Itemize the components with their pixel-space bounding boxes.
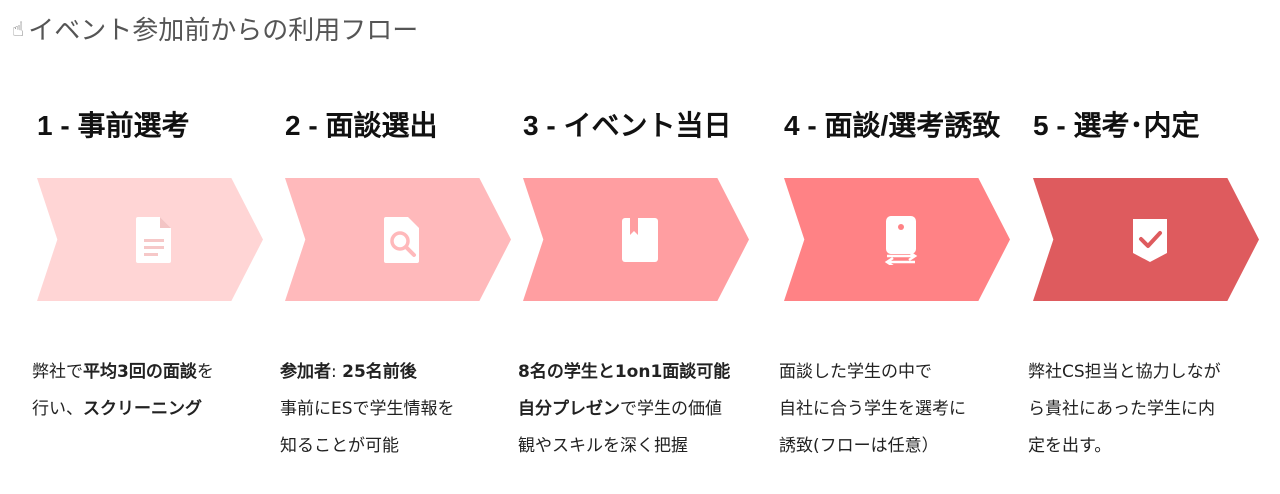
description-emphasis: 平均3回の面談 bbox=[83, 362, 197, 382]
page-title-text: イベント参加前からの利用フロー bbox=[28, 16, 419, 46]
description-line: 弊社で平均3回の面談を bbox=[32, 354, 272, 391]
step-description: 弊社で平均3回の面談を行い、スクリーニング bbox=[32, 354, 272, 428]
step-chevron bbox=[37, 178, 263, 301]
shield-check-icon bbox=[1133, 218, 1167, 262]
description-line: 参加者: 25名前後 bbox=[280, 354, 520, 391]
document-icon bbox=[136, 216, 171, 263]
description-line: 自分プレゼンで学生の価値 bbox=[518, 391, 758, 428]
description-emphasis: スクリーニング bbox=[83, 399, 202, 419]
description-line: ら貴社にあった学生に内 bbox=[1028, 391, 1268, 428]
step-chevron bbox=[523, 178, 749, 301]
description-emphasis: 参加者 bbox=[280, 362, 331, 382]
description-line: 観やスキルを深く把握 bbox=[518, 428, 758, 465]
description-text: で学生の価値 bbox=[620, 399, 722, 419]
step-description: 弊社CS担当と協力しながら貴社にあった学生に内定を出す。 bbox=[1028, 354, 1268, 465]
description-line: 知ることが可能 bbox=[280, 428, 520, 465]
step-label: 1 - 事前選考 bbox=[37, 110, 190, 141]
step-chevron bbox=[285, 178, 511, 301]
description-text: 自社に合う学生を選考に bbox=[779, 399, 966, 419]
description-text: 誘致(フローは任意） bbox=[779, 436, 939, 456]
file-search-icon bbox=[384, 216, 419, 263]
step-label: 2 - 面談選出 bbox=[285, 110, 438, 141]
step-chevron bbox=[784, 178, 1010, 301]
description-text: ら貴社にあった学生に内 bbox=[1028, 399, 1215, 419]
step-label: 5 - 選考･内定 bbox=[1033, 110, 1200, 141]
description-line: 面談した学生の中で bbox=[779, 354, 1019, 391]
description-text: を bbox=[196, 362, 214, 382]
description-line: 自社に合う学生を選考に bbox=[779, 391, 1019, 428]
description-line: 弊社CS担当と協力しなが bbox=[1028, 354, 1268, 391]
description-emphasis: 自分プレゼン bbox=[518, 399, 620, 419]
pointing-hand-icon: ☝ bbox=[12, 16, 25, 41]
phone-transfer-icon bbox=[884, 215, 918, 265]
description-text: 知ることが可能 bbox=[280, 436, 399, 456]
description-line: 定を出す。 bbox=[1028, 428, 1268, 465]
description-emphasis: 8名の学生と1on1面談可能 bbox=[518, 362, 731, 382]
description-text: 事前にESで学生情報を bbox=[280, 399, 455, 419]
step-description: 参加者: 25名前後事前にESで学生情報を知ることが可能 bbox=[280, 354, 520, 465]
description-line: 8名の学生と1on1面談可能 bbox=[518, 354, 758, 391]
description-text: 弊社で bbox=[32, 362, 83, 382]
step-label: 3 - イベント当日 bbox=[523, 110, 732, 141]
description-text: 観やスキルを深く把握 bbox=[518, 436, 688, 456]
description-text: 面談した学生の中で bbox=[779, 362, 932, 382]
description-line: 誘致(フローは任意） bbox=[779, 428, 1019, 465]
description-text: : bbox=[331, 362, 343, 382]
description-text: 弊社CS担当と協力しなが bbox=[1028, 362, 1221, 382]
page-title: ☝ イベント参加前からの利用フロー bbox=[12, 10, 418, 47]
description-line: 事前にESで学生情報を bbox=[280, 391, 520, 428]
step-description: 面談した学生の中で自社に合う学生を選考に誘致(フローは任意） bbox=[779, 354, 1019, 465]
step-label: 4 - 面談/選考誘致 bbox=[784, 110, 1001, 141]
book-icon bbox=[622, 217, 658, 262]
description-text: 行い、 bbox=[32, 399, 83, 419]
description-line: 行い、スクリーニング bbox=[32, 391, 272, 428]
step-chevron bbox=[1033, 178, 1259, 301]
description-emphasis: 25名前後 bbox=[342, 362, 417, 382]
description-text: 定を出す。 bbox=[1028, 436, 1112, 456]
step-description: 8名の学生と1on1面談可能自分プレゼンで学生の価値観やスキルを深く把握 bbox=[518, 354, 758, 465]
